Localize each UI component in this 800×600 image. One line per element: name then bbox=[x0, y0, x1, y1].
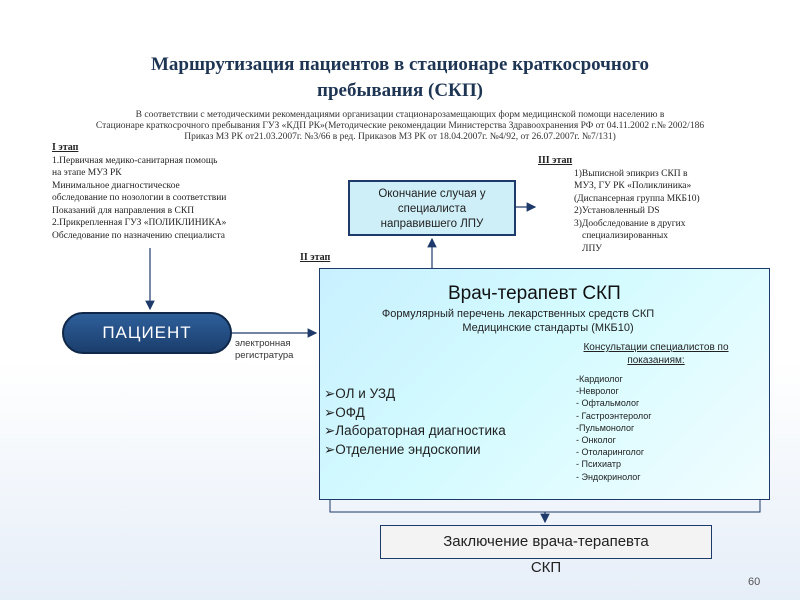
e-registration-label: электронная регистратура bbox=[235, 338, 293, 362]
stage1-line: Показаний для направления в СКП bbox=[52, 205, 195, 216]
stage3-line: ЛПУ bbox=[582, 243, 603, 254]
subtitle-line: В соответствии с методическими рекоменда… bbox=[135, 110, 665, 120]
patient-node: ПАЦИЕНТ bbox=[62, 312, 232, 354]
conclusion-line: СКП bbox=[530, 559, 562, 576]
formulary-line: Медицинские стандарты (МКБ10) bbox=[462, 322, 634, 334]
stage3-line: 2)Установленный DS bbox=[574, 206, 660, 216]
end-box-line: специалиста bbox=[397, 203, 467, 215]
subtitle-line: Стационаре краткосрочного пребывания ГУЗ… bbox=[95, 121, 705, 131]
specialists-list: -Кардиолог -Невролог - Офтальмолог - Гас… bbox=[576, 373, 652, 483]
subtitle-reference: В соответствии с методическими рекоменда… bbox=[40, 110, 760, 143]
list-item: - Онколог bbox=[576, 435, 616, 446]
consultations-heading: Консультации специалистов по показаниям: bbox=[556, 341, 756, 367]
stage1-line: 2.Прикрепленная ГУЗ «ПОЛИКЛИНИКА» bbox=[52, 218, 227, 228]
list-item: -Кардиолог bbox=[576, 374, 623, 384]
stage3-line: 3)Дообследование в других bbox=[574, 218, 686, 229]
list-item: - Гастроэнтеролог bbox=[576, 410, 652, 421]
list-item: ➢ОФД bbox=[324, 404, 365, 420]
stage1-line: обследование по нозологии в соответствии bbox=[52, 193, 227, 203]
consult-heading-line: Консультации специалистов по bbox=[583, 342, 729, 353]
stage3-heading: III этап bbox=[538, 155, 573, 166]
end-box-line: Окончание случая у bbox=[378, 188, 486, 200]
stage1-block: I этап 1.Первичная медико-санитарная пом… bbox=[52, 142, 292, 242]
stage3-line: 1)Выписной эпикриз СКП в bbox=[574, 168, 688, 179]
end-box-line: направившего ЛПУ bbox=[380, 218, 484, 230]
stage2-heading: II этап bbox=[300, 252, 331, 263]
conclusion-line: Заключение врача-терапевта bbox=[443, 533, 649, 550]
e-registration-line: регистратура bbox=[235, 350, 294, 361]
stage1-line: Минимальное диагностическое bbox=[52, 180, 180, 191]
stage3-line: МУЗ, ГУ РК «Поликлиника» bbox=[574, 181, 692, 191]
conclusion-box: Заключение врача-терапевта СКП bbox=[380, 525, 712, 576]
services-list: ➢ОЛ и УЗД ➢ОФД ➢Лабораторная диагностика… bbox=[324, 385, 506, 459]
stage3-line: (Диспансерная группа МКБ10) bbox=[574, 193, 700, 204]
list-item: ➢Отделение эндоскопии bbox=[324, 441, 481, 457]
list-item: - Отоларинголог bbox=[576, 447, 645, 458]
page-number: 60 bbox=[748, 576, 761, 588]
list-item: ➢ОЛ и УЗД bbox=[324, 386, 396, 401]
formulary-line: Формулярный перечень лекарственных средс… bbox=[381, 308, 655, 320]
bracket-main-to-conclusion bbox=[329, 500, 761, 513]
end-of-case-box: Окончание случая у специалиста направивш… bbox=[348, 180, 516, 236]
page-title: Маршрутизация пациентов в стационаре кра… bbox=[60, 52, 740, 104]
list-item: -Невролог bbox=[576, 386, 619, 397]
formulary-text: Формулярный перечень лекарственных средс… bbox=[338, 307, 698, 335]
therapist-title: Врач-терапевт СКП bbox=[448, 283, 621, 304]
subtitle-line: Приказ МЗ РК от21.03.2007г. №3/66 в ред.… bbox=[184, 132, 616, 142]
stage3-line: специализированных bbox=[582, 231, 669, 241]
title-line: Маршрутизация пациентов в стационаре кра… bbox=[150, 54, 650, 75]
title-line: пребывания (СКП) bbox=[317, 80, 483, 101]
list-item: - Психиатр bbox=[576, 459, 621, 470]
list-item: ➢Лабораторная диагностика bbox=[324, 423, 506, 438]
stage1-line: Обследование по назначению специалиста bbox=[52, 230, 225, 241]
consult-heading-line: показаниям: bbox=[627, 355, 685, 366]
stage1-line: 1.Первичная медико-санитарная помощь bbox=[52, 155, 218, 166]
list-item: - Эндокринолог bbox=[576, 471, 641, 482]
stage1-heading: I этап bbox=[52, 142, 79, 153]
list-item: - Офтальмолог bbox=[576, 398, 640, 409]
therapist-box: Врач-терапевт СКП Формулярный перечень л… bbox=[319, 268, 770, 500]
e-registration-line: электронная bbox=[235, 338, 291, 349]
list-item: -Пульмонолог bbox=[576, 422, 635, 433]
stage3-block: III этап 1)Выписной эпикриз СКП в МУЗ, Г… bbox=[538, 155, 740, 255]
stage1-line: на этапе МУЗ РК bbox=[52, 168, 122, 178]
